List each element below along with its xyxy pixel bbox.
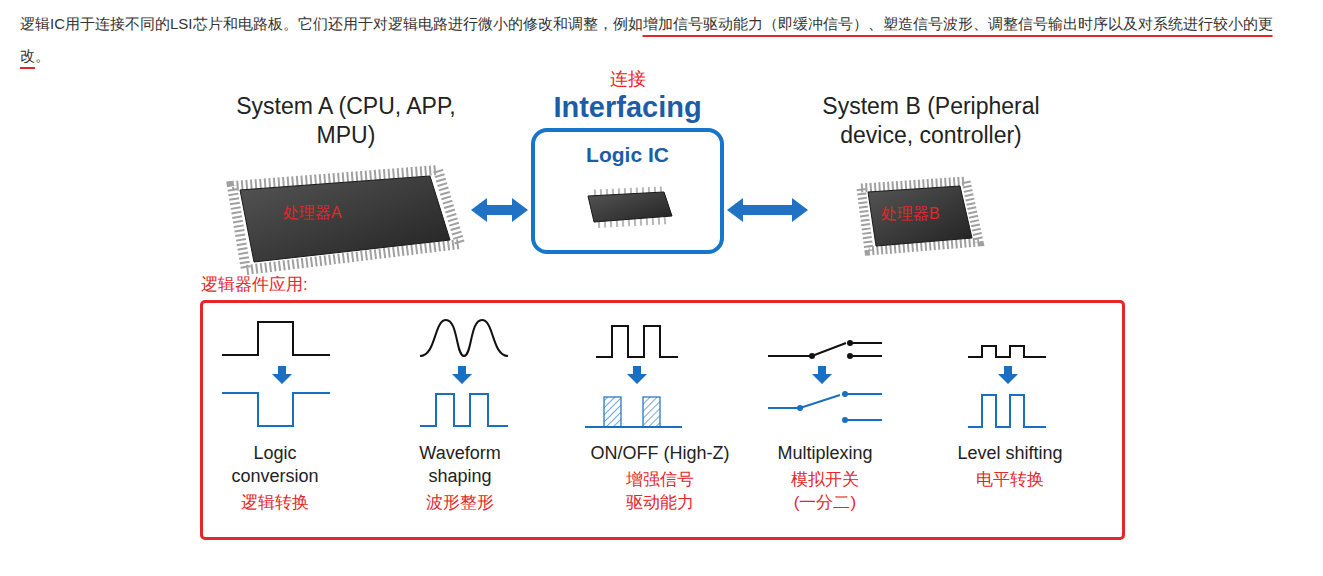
interface-box: 连接InterfacingLogic IC xyxy=(531,68,724,254)
high-z-pulse xyxy=(643,397,660,427)
item-translation: 电平转换 xyxy=(960,468,1060,491)
application-item: Logic conversion 逻辑转换 xyxy=(219,442,331,514)
switch-outputs xyxy=(850,343,882,356)
switch-lever xyxy=(768,395,840,408)
intro-paragraph: 逻辑IC用于连接不同的LSI芯片和电路板。它们还用于对逻辑电路进行微小的修改和调… xyxy=(20,8,1302,72)
switch-pivot xyxy=(797,405,803,411)
output-waveform xyxy=(222,393,330,426)
switch-pivot xyxy=(809,353,815,359)
down-arrow xyxy=(998,366,1018,384)
chip-pins xyxy=(861,181,979,251)
high-z-pulse xyxy=(604,397,621,427)
item-translation: 模拟开关 (一分二) xyxy=(786,468,864,514)
switch-terminal xyxy=(842,417,848,423)
switch-terminal xyxy=(847,340,853,346)
panel-heading: 逻辑器件应用: xyxy=(201,274,308,296)
output-waveform xyxy=(968,395,1046,427)
switch-outputs xyxy=(845,394,882,420)
on-off-icon xyxy=(585,326,682,427)
logic-ic-picture xyxy=(588,190,672,224)
item-translation: 增强信号 驱动能力 xyxy=(621,468,699,514)
application-item: Waveform shaping 波形整形 xyxy=(404,442,516,514)
switch-terminal xyxy=(847,353,853,359)
system-heading: System B (Peripheral device, controller) xyxy=(811,92,1051,150)
down-arrow xyxy=(272,366,292,384)
box-label: Logic IC xyxy=(535,142,720,168)
item-name: Waveform shaping xyxy=(404,442,516,488)
interface-border: Logic IC xyxy=(531,128,724,254)
chip-label: 处理器A xyxy=(283,203,342,223)
baseline xyxy=(585,426,682,428)
paragraph-text: 逻辑IC用于连接不同的LSI芯片和电路板。它们还用于对逻辑电路进行微小的修改和调… xyxy=(20,15,643,32)
item-name: ON/OFF (High-Z) xyxy=(570,442,750,465)
double-arrow xyxy=(740,205,795,215)
system-heading: System A (CPU, APP, MPU) xyxy=(224,92,468,150)
chip-body xyxy=(588,192,672,222)
item-translation: 波形整形 xyxy=(410,491,510,514)
chip-body xyxy=(240,176,450,262)
item-translation: 逻辑转换 xyxy=(225,491,325,514)
processor-chip: System B (Peripheral device, controller)… xyxy=(811,92,1051,257)
down-arrow xyxy=(627,366,647,384)
input-waveform xyxy=(222,322,330,355)
item-name: Multiplexing xyxy=(755,442,895,465)
down-arrow xyxy=(452,366,472,384)
input-waveform xyxy=(968,346,1046,357)
double-arrow xyxy=(484,205,515,215)
chip-pins xyxy=(232,170,460,270)
chip-body xyxy=(868,186,972,246)
item-name: Level shifting xyxy=(935,442,1085,465)
application-item: ON/OFF (High-Z) 增强信号 驱动能力 xyxy=(570,442,750,514)
input-waveform xyxy=(420,320,508,356)
interface-heading: Interfacing xyxy=(531,90,724,124)
item-name: Logic conversion xyxy=(219,442,331,488)
paragraph-text: 。 xyxy=(35,47,50,64)
output-waveform xyxy=(420,394,508,426)
down-arrow xyxy=(812,366,832,384)
application-item: Multiplexing 模拟开关 (一分二) xyxy=(755,442,895,514)
chip-b-picture xyxy=(861,181,979,251)
processor-chip: System A (CPU, APP, MPU) 处理器A xyxy=(224,92,468,270)
annotation: 连接 xyxy=(531,68,724,90)
chip-label: 处理器B xyxy=(881,204,940,224)
input-waveform xyxy=(596,326,678,357)
multiplexing-icon xyxy=(768,340,882,423)
switch-lever xyxy=(768,343,846,356)
waveform-shaping-icon xyxy=(420,320,508,426)
application-item: Level shifting 电平转换 xyxy=(935,442,1085,491)
logic-conversion-icon xyxy=(222,322,330,426)
switch-terminal xyxy=(842,391,848,397)
level-shifting-icon xyxy=(968,346,1046,427)
chip-a-picture xyxy=(232,170,460,270)
